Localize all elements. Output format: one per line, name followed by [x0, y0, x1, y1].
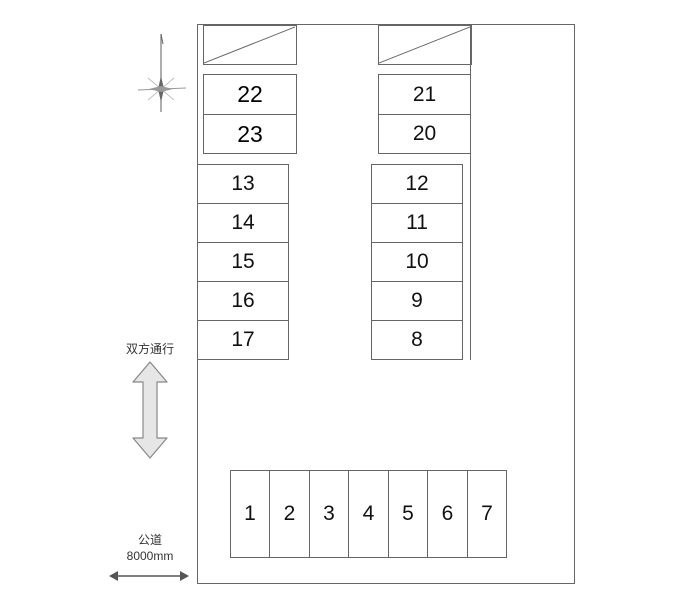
aisle-divider-line [470, 25, 471, 360]
double-arrow-vertical-icon [132, 361, 168, 459]
parking-space: 21 [378, 74, 471, 115]
parking-space: 23 [203, 114, 297, 154]
compass-rose-icon [137, 33, 187, 112]
parking-space: 17 [197, 320, 289, 360]
parking-space: 22 [203, 74, 297, 115]
parking-space: 14 [197, 203, 289, 243]
parking-space: 1 [230, 470, 270, 558]
parking-space: 20 [378, 114, 471, 154]
double-arrow-horizontal-icon [109, 571, 189, 581]
reserved-area-right [378, 25, 472, 65]
road-width-label: 8000mm [126, 549, 174, 563]
reserved-area-left [203, 25, 297, 65]
parking-space: 16 [197, 281, 289, 321]
parking-space: 4 [348, 470, 389, 558]
parking-space: 13 [197, 164, 289, 204]
parking-space: 12 [371, 164, 463, 204]
parking-space: 7 [467, 470, 507, 558]
parking-space: 2 [269, 470, 310, 558]
parking-space: 8 [371, 320, 463, 360]
parking-space: 5 [388, 470, 428, 558]
parking-space: 11 [371, 203, 463, 243]
two-way-traffic-label: 双方通行 [125, 342, 174, 356]
parking-space: 15 [197, 242, 289, 282]
parking-space: 3 [309, 470, 349, 558]
parking-space: 9 [371, 281, 463, 321]
parking-space: 10 [371, 242, 463, 282]
parking-space: 6 [427, 470, 468, 558]
public-road-label: 公道 [137, 533, 162, 547]
